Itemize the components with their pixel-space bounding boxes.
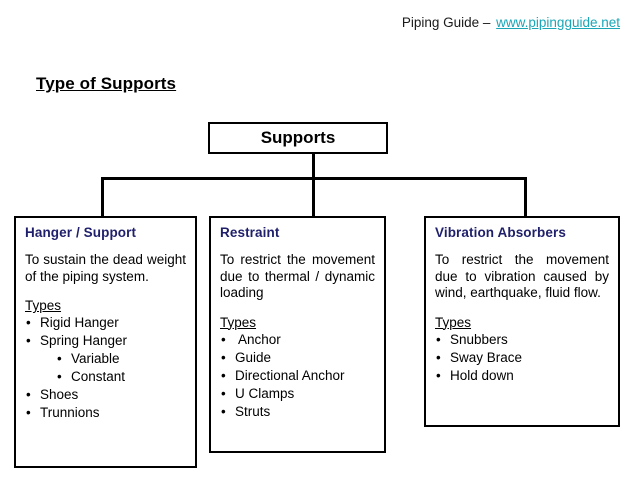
list-item: Anchor bbox=[220, 331, 375, 349]
node-hanger-support: Hanger / Support To sustain the dead wei… bbox=[14, 216, 197, 468]
list-item: Constant bbox=[25, 368, 186, 386]
types-list: Anchor Guide Directional Anchor U Clamps… bbox=[220, 331, 375, 421]
types-label: Types bbox=[25, 298, 62, 313]
list-item: Snubbers bbox=[435, 331, 609, 349]
node-heading: Hanger / Support bbox=[25, 225, 137, 240]
pipingguide-link[interactable]: www.pipingguide.net bbox=[496, 15, 620, 30]
types-label: Types bbox=[435, 314, 472, 330]
types-label: Types bbox=[220, 314, 257, 330]
root-node-label: Supports bbox=[260, 128, 336, 147]
connector-drop-left bbox=[101, 177, 104, 216]
connector-root-stem bbox=[312, 154, 315, 178]
node-heading: Vibration Absorbers bbox=[435, 225, 566, 240]
root-node-supports: Supports bbox=[208, 122, 388, 154]
list-item: Struts bbox=[220, 403, 375, 421]
node-description: To restrict the movement due to thermal … bbox=[220, 252, 375, 300]
list-item: Spring Hanger bbox=[25, 332, 186, 350]
list-item: Variable bbox=[25, 350, 186, 368]
types-list: Snubbers Sway Brace Hold down bbox=[435, 331, 609, 385]
list-item: Directional Anchor bbox=[220, 367, 375, 385]
connector-drop-middle bbox=[312, 177, 315, 216]
connector-drop-right bbox=[524, 177, 527, 216]
list-item: Guide bbox=[220, 349, 375, 367]
node-restraint: Restraint To restrict the movement due t… bbox=[209, 216, 386, 453]
list-item: Sway Brace bbox=[435, 349, 609, 367]
node-heading: Restraint bbox=[220, 225, 280, 240]
list-item: Trunnions bbox=[25, 404, 186, 422]
types-list: Rigid Hanger Spring Hanger Variable Cons… bbox=[25, 314, 186, 422]
list-item: Shoes bbox=[25, 386, 186, 404]
node-description: To sustain the dead weight of the piping… bbox=[25, 252, 186, 284]
node-vibration-absorbers: Vibration Absorbers To restrict the move… bbox=[424, 216, 620, 427]
page-title: Type of Supports bbox=[36, 74, 177, 93]
header-prefix: Piping Guide – bbox=[401, 15, 495, 30]
list-item: U Clamps bbox=[220, 385, 375, 403]
site-header: Piping Guide – www.pipingguide.net bbox=[402, 15, 620, 30]
node-description: To restrict the movement due to vibratio… bbox=[435, 252, 609, 300]
list-item: Rigid Hanger bbox=[25, 314, 186, 332]
list-item: Hold down bbox=[435, 367, 609, 385]
